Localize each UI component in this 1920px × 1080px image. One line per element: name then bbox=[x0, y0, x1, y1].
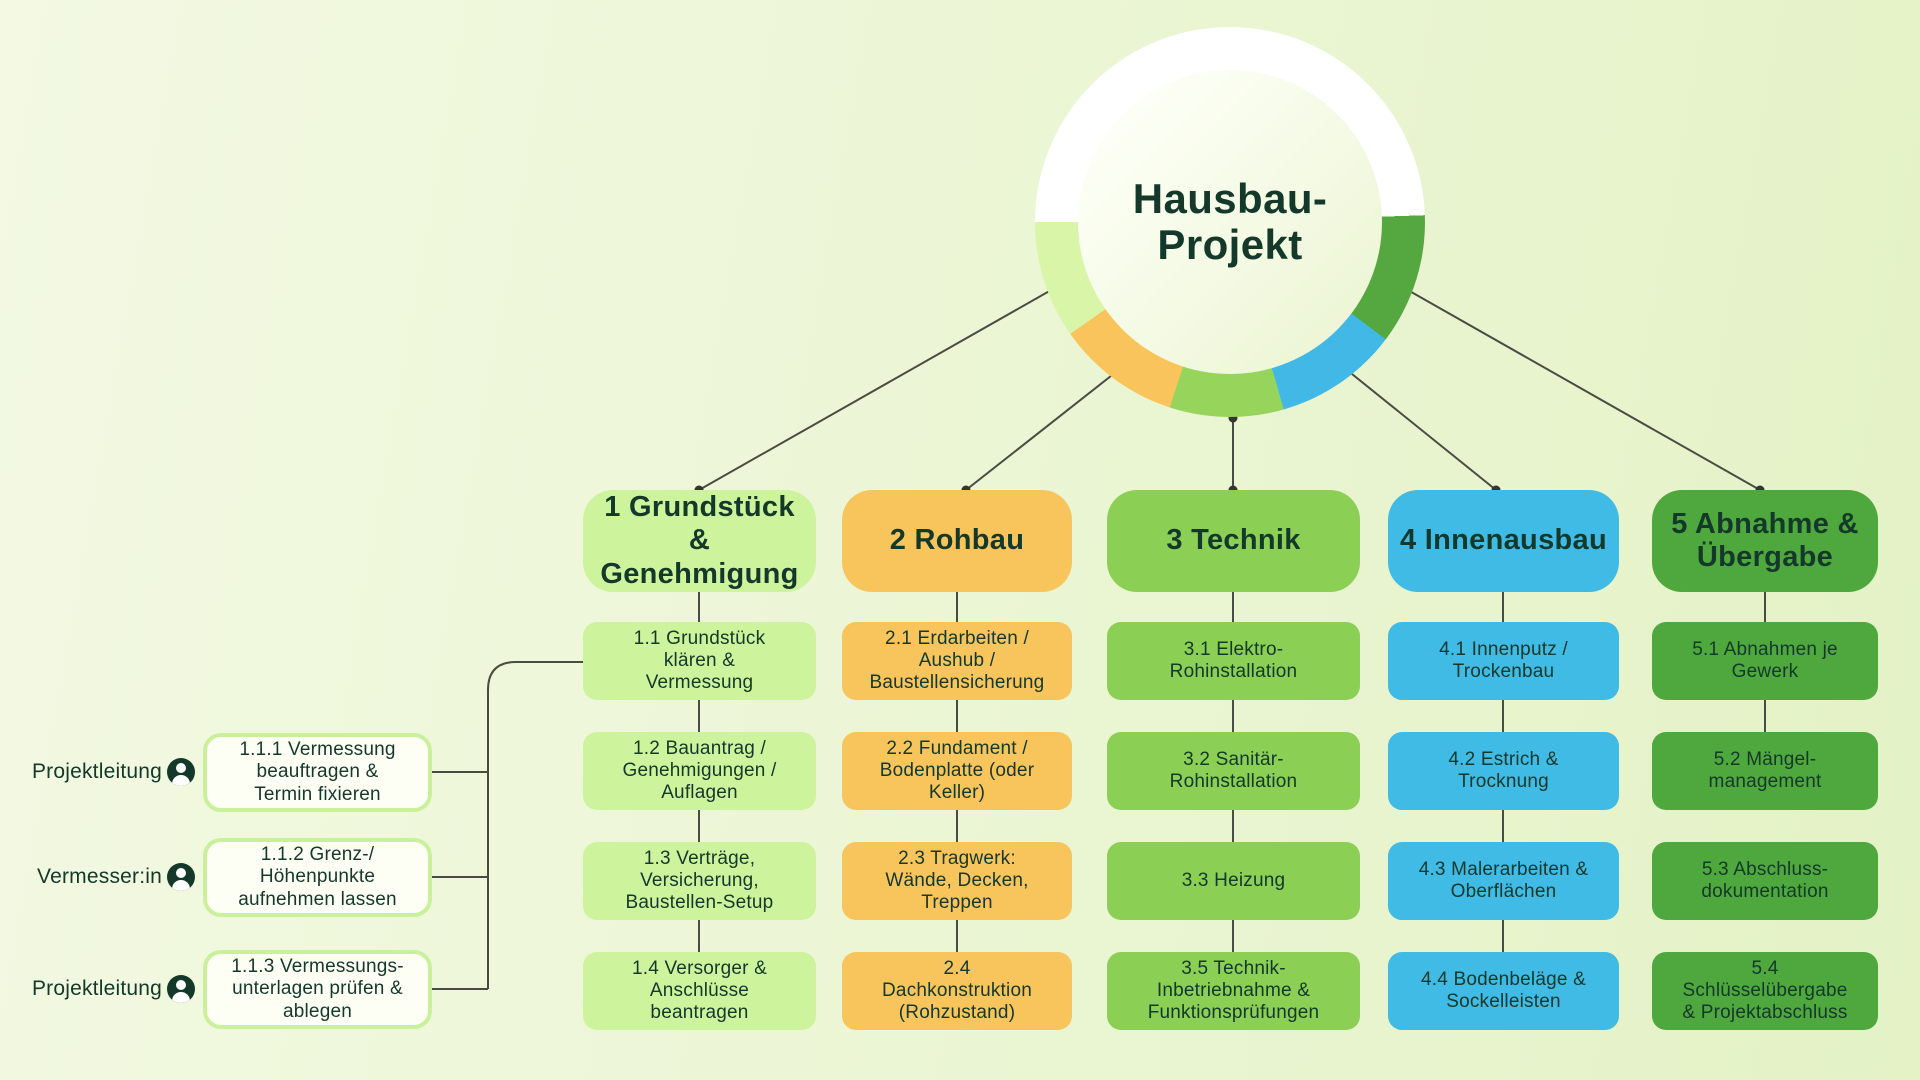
task-3-2[interactable]: 3.2 Sanitär- Rohinstallation bbox=[1107, 732, 1360, 810]
branch-header-4[interactable]: 4 Innenausbau bbox=[1388, 490, 1619, 592]
task-2-4[interactable]: 2.4 Dachkonstruktion (Rohzustand) bbox=[842, 952, 1072, 1030]
task-1-2-label: 1.2 Bauantrag / Genehmigungen / Auflagen bbox=[622, 737, 777, 804]
branch-header-2-label: 2 Rohbau bbox=[889, 524, 1025, 557]
person-icon bbox=[167, 975, 195, 1003]
task-5-1-label: 5.1 Abnahmen je Gewerk bbox=[1692, 638, 1838, 682]
link-root-branch-4 bbox=[1346, 369, 1497, 491]
branch-header-2[interactable]: 2 Rohbau bbox=[842, 490, 1072, 592]
task-1-3-label: 1.3 Verträge, Versicherung, Baustellen-S… bbox=[625, 847, 774, 914]
task-4-3-label: 4.3 Malerarbeiten & Oberflächen bbox=[1418, 858, 1589, 902]
branch-header-1-label: 1 Grundstück & Genehmigung bbox=[600, 490, 799, 590]
task-4-3[interactable]: 4.3 Malerarbeiten & Oberflächen bbox=[1388, 842, 1619, 920]
task-1-1[interactable]: 1.1 Grundstück klären & Vermessung bbox=[583, 622, 816, 700]
branch-header-1[interactable]: 1 Grundstück & Genehmigung bbox=[583, 490, 816, 592]
task-2-2[interactable]: 2.2 Fundament / Bodenplatte (oder Keller… bbox=[842, 732, 1072, 810]
task-3-1[interactable]: 3.1 Elektro- Rohinstallation bbox=[1107, 622, 1360, 700]
branch-header-5-label: 5 Abnahme & Übergabe bbox=[1671, 507, 1859, 573]
task-1-2[interactable]: 1.2 Bauantrag / Genehmigungen / Auflagen bbox=[583, 732, 816, 810]
task-2-3[interactable]: 2.3 Tragwerk: Wände, Decken, Treppen bbox=[842, 842, 1072, 920]
task-5-4[interactable]: 5.4 Schlüsselübergabe & Projektabschluss bbox=[1652, 952, 1878, 1030]
task-3-3[interactable]: 3.3 Heizung bbox=[1107, 842, 1360, 920]
task-2-3-label: 2.3 Tragwerk: Wände, Decken, Treppen bbox=[885, 847, 1029, 914]
person-icon bbox=[167, 863, 195, 891]
task-4-1-label: 4.1 Innenputz / Trockenbau bbox=[1439, 638, 1568, 682]
task-5-3[interactable]: 5.3 Abschluss- dokumentation bbox=[1652, 842, 1878, 920]
task-3-2-label: 3.2 Sanitär- Rohinstallation bbox=[1169, 748, 1298, 792]
task-2-1[interactable]: 2.1 Erdarbeiten / Aushub / Baustellensic… bbox=[842, 622, 1072, 700]
task-1-1-2[interactable]: 1.1.2 Grenz-/ Höhenpunkte aufnehmen lass… bbox=[203, 838, 432, 917]
person-icon bbox=[167, 758, 195, 786]
task-3-3-label: 3.3 Heizung bbox=[1181, 869, 1286, 891]
task-2-4-label: 2.4 Dachkonstruktion (Rohzustand) bbox=[882, 957, 1032, 1024]
task-1-1-label: 1.1 Grundstück klären & Vermessung bbox=[633, 627, 766, 694]
branch-header-3[interactable]: 3 Technik bbox=[1107, 490, 1360, 592]
task-4-4-label: 4.4 Bodenbeläge & Sockelleisten bbox=[1420, 968, 1587, 1012]
task-1-4-label: 1.4 Versorger & Anschlüsse beantragen bbox=[631, 957, 768, 1024]
task-1-1-3-label: 1.1.3 Vermessungs- unterlagen prüfen & a… bbox=[231, 956, 404, 1022]
subtask-elbow-connector bbox=[487, 661, 583, 989]
task-5-3-label: 5.3 Abschluss- dokumentation bbox=[1701, 858, 1829, 902]
task-1-1-2-label: 1.1.2 Grenz-/ Höhenpunkte aufnehmen lass… bbox=[238, 844, 397, 910]
root-node[interactable]: Hausbau- Projekt bbox=[1078, 70, 1382, 374]
branch-header-3-label: 3 Technik bbox=[1166, 524, 1301, 557]
task-5-2[interactable]: 5.2 Mängel- management bbox=[1652, 732, 1878, 810]
task-3-5[interactable]: 3.5 Technik- Inbetriebnahme & Funktionsp… bbox=[1107, 952, 1360, 1030]
task-1-1-1[interactable]: 1.1.1 Vermessung beauftragen & Termin fi… bbox=[203, 733, 432, 812]
role-label-1: Projektleitung bbox=[31, 760, 162, 783]
task-3-5-label: 3.5 Technik- Inbetriebnahme & Funktionsp… bbox=[1147, 957, 1320, 1024]
root-progress-ring: Hausbau- Projekt bbox=[1035, 27, 1425, 417]
task-1-1-3[interactable]: 1.1.3 Vermessungs- unterlagen prüfen & a… bbox=[203, 950, 432, 1029]
task-2-2-label: 2.2 Fundament / Bodenplatte (oder Keller… bbox=[879, 737, 1035, 804]
task-1-1-1-label: 1.1.1 Vermessung beauftragen & Termin fi… bbox=[239, 739, 396, 805]
task-4-2[interactable]: 4.2 Estrich & Trocknung bbox=[1388, 732, 1619, 810]
task-3-1-label: 3.1 Elektro- Rohinstallation bbox=[1169, 638, 1298, 682]
branch-header-5[interactable]: 5 Abnahme & Übergabe bbox=[1652, 490, 1878, 592]
task-4-2-label: 4.2 Estrich & Trocknung bbox=[1448, 748, 1559, 792]
link-root-branch-2 bbox=[965, 371, 1117, 491]
link-root-branch-5 bbox=[1405, 288, 1761, 491]
task-4-4[interactable]: 4.4 Bodenbeläge & Sockelleisten bbox=[1388, 952, 1619, 1030]
task-4-1[interactable]: 4.1 Innenputz / Trockenbau bbox=[1388, 622, 1619, 700]
task-5-1[interactable]: 5.1 Abnahmen je Gewerk bbox=[1652, 622, 1878, 700]
task-2-1-label: 2.1 Erdarbeiten / Aushub / Baustellensic… bbox=[869, 627, 1045, 694]
task-1-4[interactable]: 1.4 Versorger & Anschlüsse beantragen bbox=[583, 952, 816, 1030]
link-root-branch-1 bbox=[698, 288, 1054, 491]
role-label-2: Vermesser:in bbox=[37, 865, 162, 888]
task-5-4-label: 5.4 Schlüsselübergabe & Projektabschluss bbox=[1682, 957, 1848, 1024]
branch-header-4-label: 4 Innenausbau bbox=[1400, 524, 1607, 557]
root-title: Hausbau- Projekt bbox=[1132, 174, 1328, 268]
role-label-3: Projektleitung bbox=[31, 977, 162, 1000]
task-5-2-label: 5.2 Mängel- management bbox=[1708, 748, 1822, 792]
task-1-3[interactable]: 1.3 Verträge, Versicherung, Baustellen-S… bbox=[583, 842, 816, 920]
